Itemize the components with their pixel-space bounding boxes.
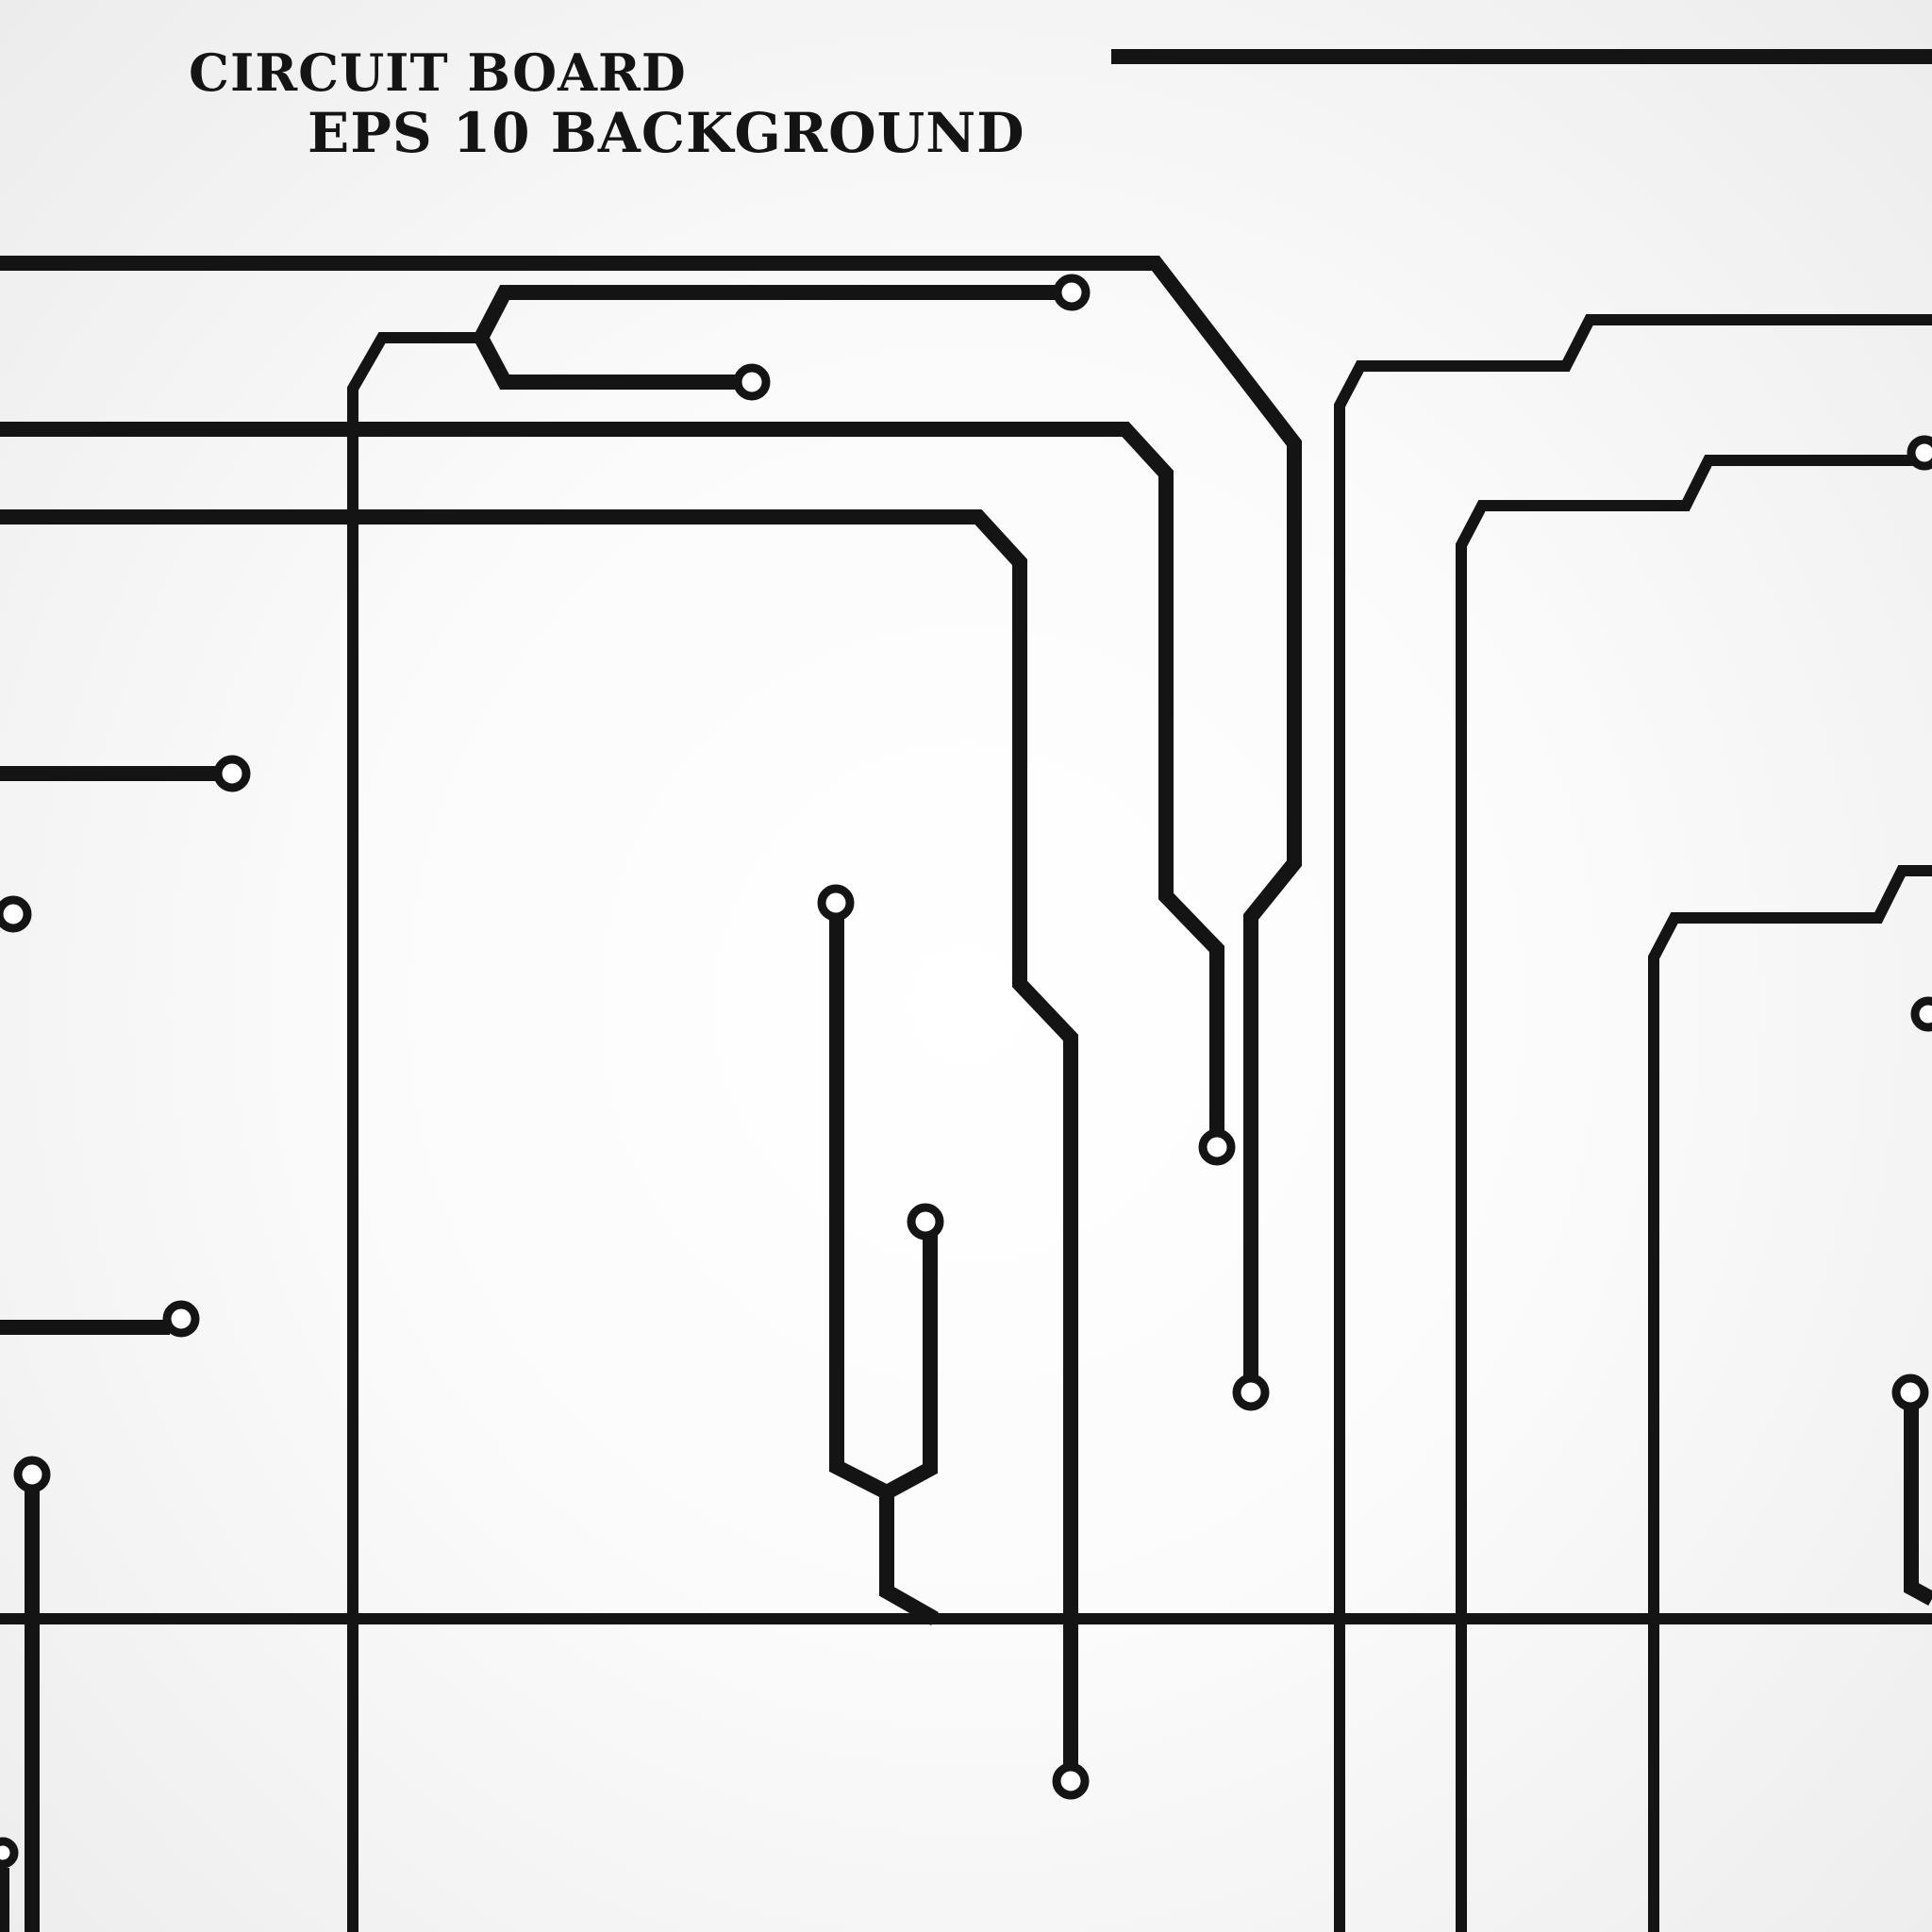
trace-left-vertical xyxy=(347,332,483,1932)
pad-right-2 xyxy=(1910,996,1932,1032)
pad-left-3 xyxy=(162,1300,200,1338)
trace-right-1 xyxy=(1334,314,1932,1932)
trace-right-stub xyxy=(1904,1393,1932,1607)
pad-middle-3 xyxy=(1198,1128,1236,1166)
trace-y-left xyxy=(829,913,938,1502)
pad-right-1 xyxy=(1907,435,1932,471)
trace-second xyxy=(0,422,1224,1147)
trace-y-stem xyxy=(879,1492,939,1625)
pad-left-2 xyxy=(0,895,32,933)
pad-middle-4 xyxy=(1232,1374,1270,1411)
title-line-1: CIRCUIT BOARD xyxy=(189,42,687,103)
trace-third xyxy=(0,509,1078,1781)
pad-left-1 xyxy=(213,755,251,792)
trace-branch-upper xyxy=(474,285,1072,341)
pad-bottom-1 xyxy=(1052,1762,1090,1800)
trace-top-long xyxy=(0,256,1302,1391)
trace-right-3 xyxy=(1648,865,1932,1932)
title-line-2: EPS 10 BACKGROUND xyxy=(308,101,1025,165)
pad-left-5 xyxy=(0,1837,19,1869)
pad-top-2 xyxy=(733,363,771,401)
pad-left-4 xyxy=(13,1456,51,1493)
pad-top-1 xyxy=(1053,274,1091,311)
pad-right-3 xyxy=(1891,1374,1929,1411)
pad-middle-1 xyxy=(817,884,855,922)
trace-right-2 xyxy=(1456,455,1921,1932)
pad-middle-2 xyxy=(907,1203,944,1241)
trace-branch-lower xyxy=(474,334,750,390)
